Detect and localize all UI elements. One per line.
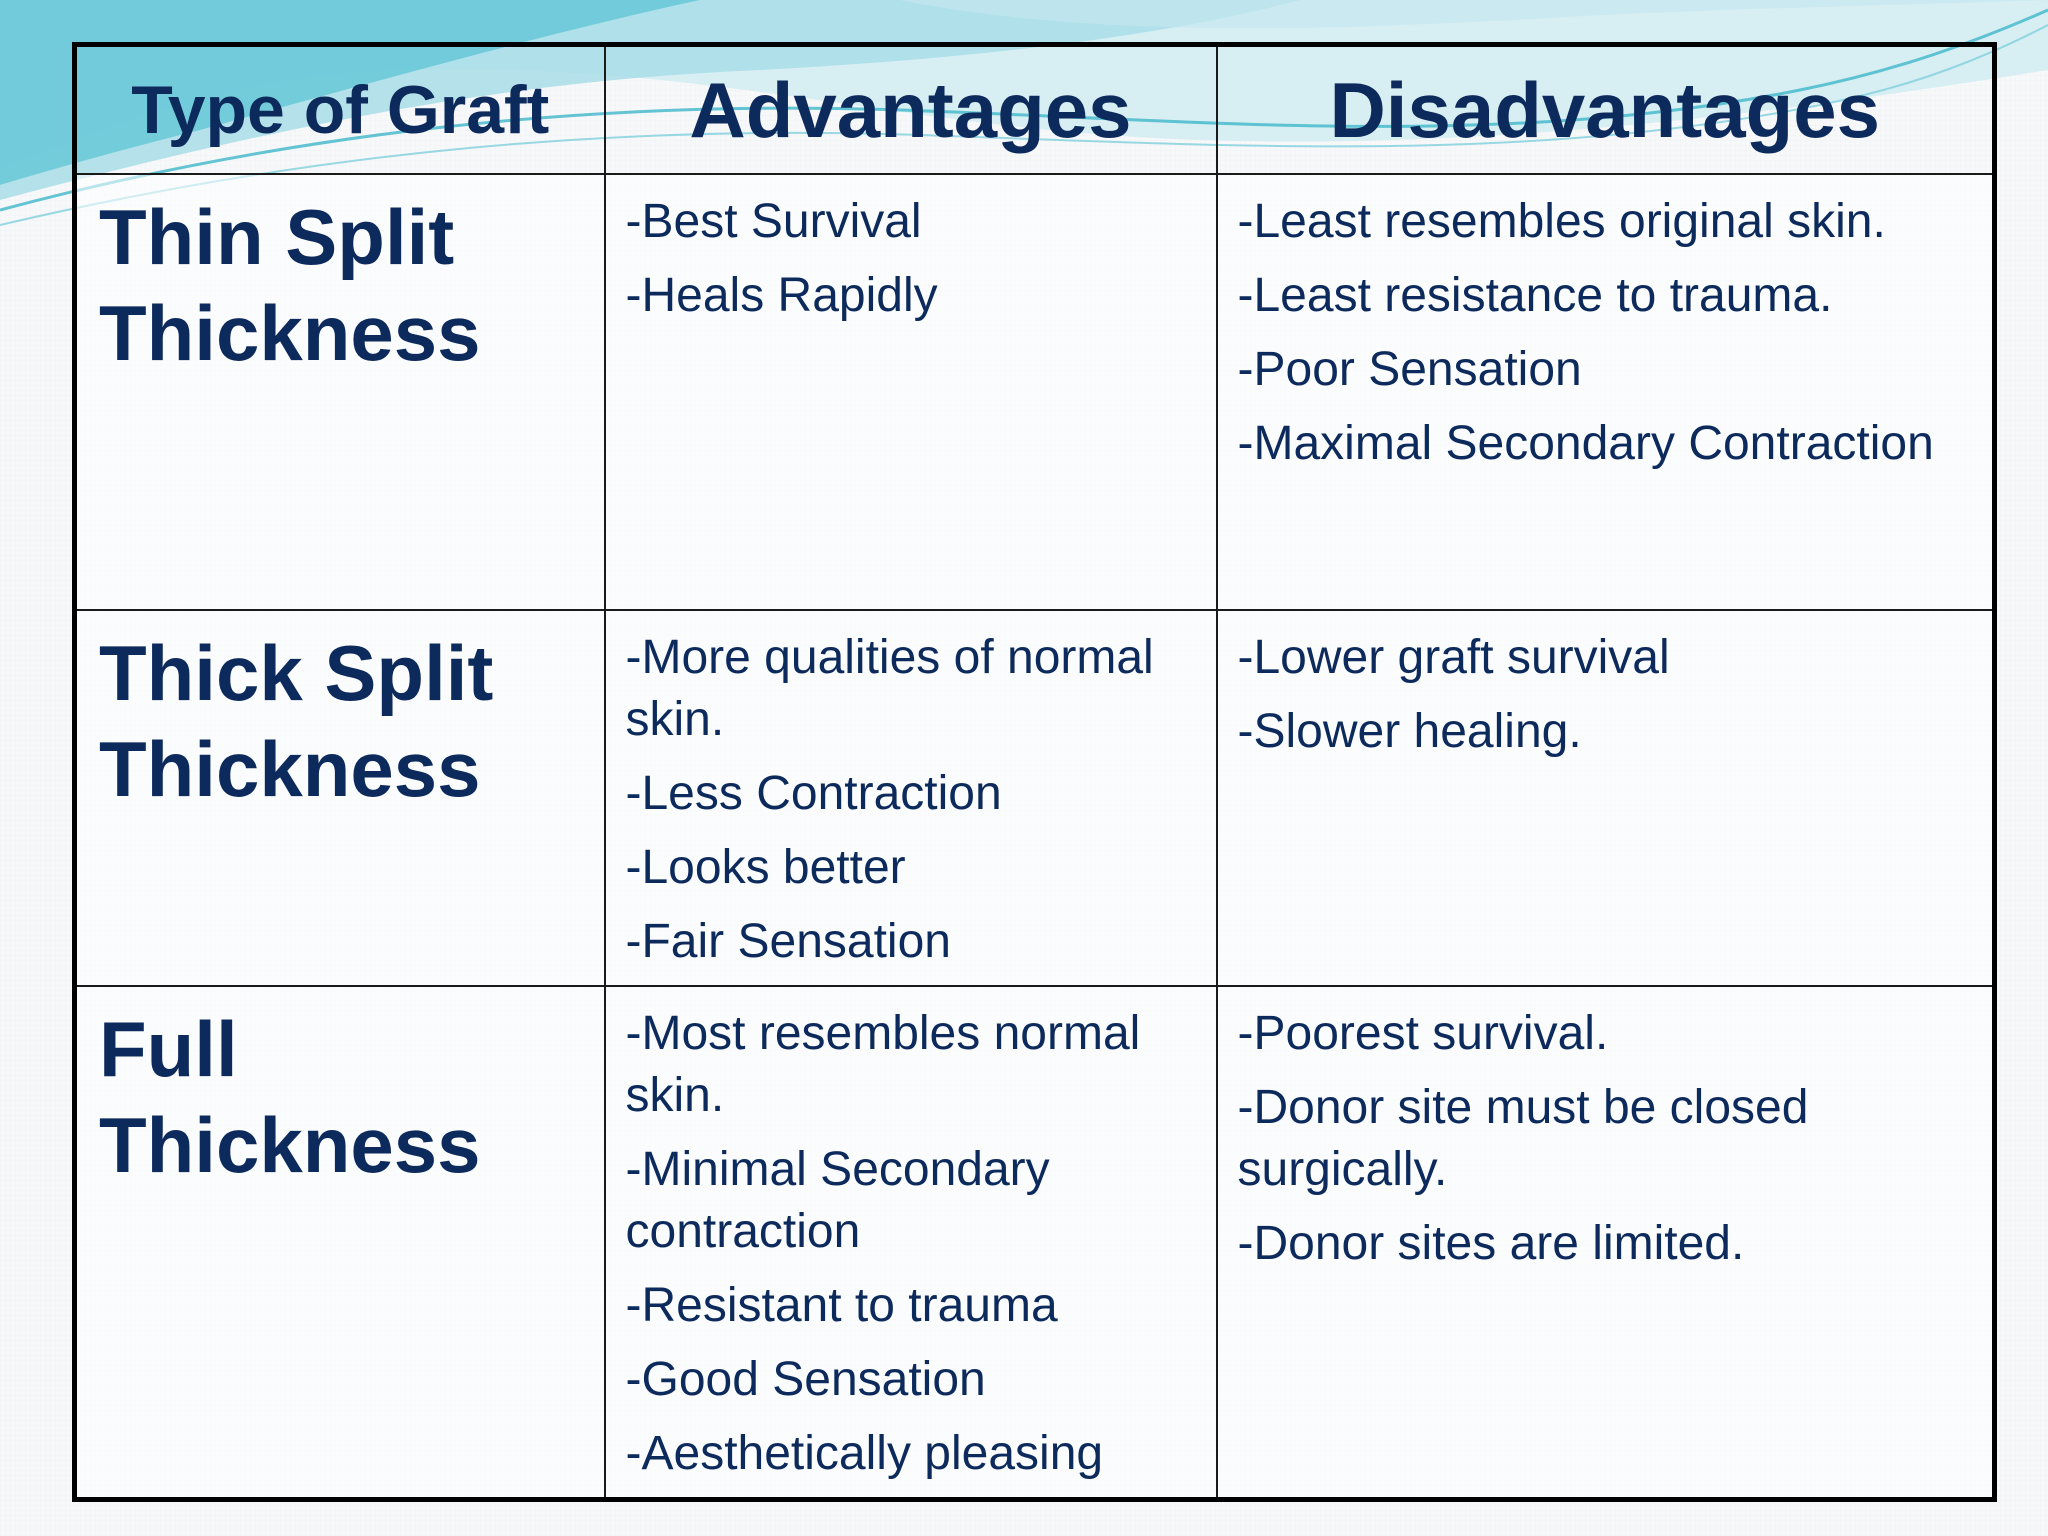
list-item: -Lower graft survival	[1237, 631, 1670, 684]
list-item: -Good Sensation	[625, 1353, 986, 1406]
advantages-cell: -Most resembles normal skin. -Minimal Se…	[603, 985, 1218, 1501]
table-header-row: Type of Graft Advantages Disadvantages	[73, 43, 1996, 175]
list-item: -Donor site must be closed surgically.	[1237, 1081, 1809, 1196]
advantages-list: -More qualities of normal skin. -Less Co…	[606, 611, 1216, 973]
graft-comparison-table: Type of Graft Advantages Disadvantages T…	[72, 42, 1997, 1502]
advantages-list: -Most resembles normal skin. -Minimal Se…	[606, 987, 1216, 1485]
list-item: -Aesthetically pleasing	[625, 1427, 1104, 1480]
header-type-of-graft: Type of Graft	[73, 43, 606, 175]
disadvantages-cell: -Lower graft survival -Slower healing.	[1215, 609, 1996, 987]
header-advantages: Advantages	[603, 43, 1218, 175]
list-item: -Less Contraction	[625, 767, 1002, 820]
list-item: -Most resembles normal skin.	[625, 1007, 1141, 1122]
list-item: -Donor sites are limited.	[1237, 1217, 1745, 1270]
list-item: -Poorest survival.	[1237, 1007, 1609, 1060]
disadvantages-list: -Lower graft survival -Slower healing.	[1218, 611, 1993, 763]
advantages-cell: -Best Survival -Heals Rapidly	[603, 173, 1218, 611]
graft-type-line: Thickness	[99, 289, 481, 377]
table-row: Thick Split Thickness -More qualities of…	[73, 609, 1996, 987]
disadvantages-list: -Least resembles original skin. -Least r…	[1218, 175, 1993, 475]
graft-type-line: Thick Split	[99, 629, 494, 717]
table-row: Thin Split Thickness -Best Survival -Hea…	[73, 173, 1996, 611]
list-item: -Fair Sensation	[625, 915, 951, 968]
graft-type-label: Thin Split Thickness	[77, 175, 604, 381]
header-disadvantages: Disadvantages	[1215, 43, 1996, 175]
list-item: -Looks better	[625, 841, 906, 894]
list-item: -Slower healing.	[1237, 705, 1582, 758]
disadvantages-cell: -Least resembles original skin. -Least r…	[1215, 173, 1996, 611]
list-item: -Least resistance to trauma.	[1237, 269, 1833, 322]
graft-type-cell: Full Thickness	[73, 985, 606, 1501]
advantages-list: -Best Survival -Heals Rapidly	[606, 175, 1216, 327]
graft-type-line: Thickness	[99, 725, 481, 813]
graft-type-cell: Thin Split Thickness	[73, 173, 606, 611]
graft-type-line: Full	[99, 1005, 238, 1093]
graft-type-cell: Thick Split Thickness	[73, 609, 606, 987]
graft-type-label: Thick Split Thickness	[77, 611, 604, 817]
list-item: -Maximal Secondary Contraction	[1237, 417, 1934, 470]
disadvantages-list: -Poorest survival. -Donor site must be c…	[1218, 987, 1993, 1275]
graft-type-line: Thin Split	[99, 193, 455, 281]
disadvantages-cell: -Poorest survival. -Donor site must be c…	[1215, 985, 1996, 1501]
list-item: -Resistant to trauma	[625, 1279, 1058, 1332]
list-item: -Poor Sensation	[1237, 343, 1582, 396]
list-item: -Least resembles original skin.	[1237, 195, 1886, 248]
list-item: -Heals Rapidly	[625, 269, 938, 322]
list-item: -Minimal Secondary contraction	[625, 1143, 1050, 1258]
graft-type-label: Full Thickness	[77, 987, 604, 1193]
advantages-cell: -More qualities of normal skin. -Less Co…	[603, 609, 1218, 987]
list-item: -More qualities of normal skin.	[625, 631, 1154, 746]
list-item: -Best Survival	[625, 195, 922, 248]
graft-type-line: Thickness	[99, 1101, 481, 1189]
table-row: Full Thickness -Most resembles normal sk…	[73, 985, 1996, 1501]
